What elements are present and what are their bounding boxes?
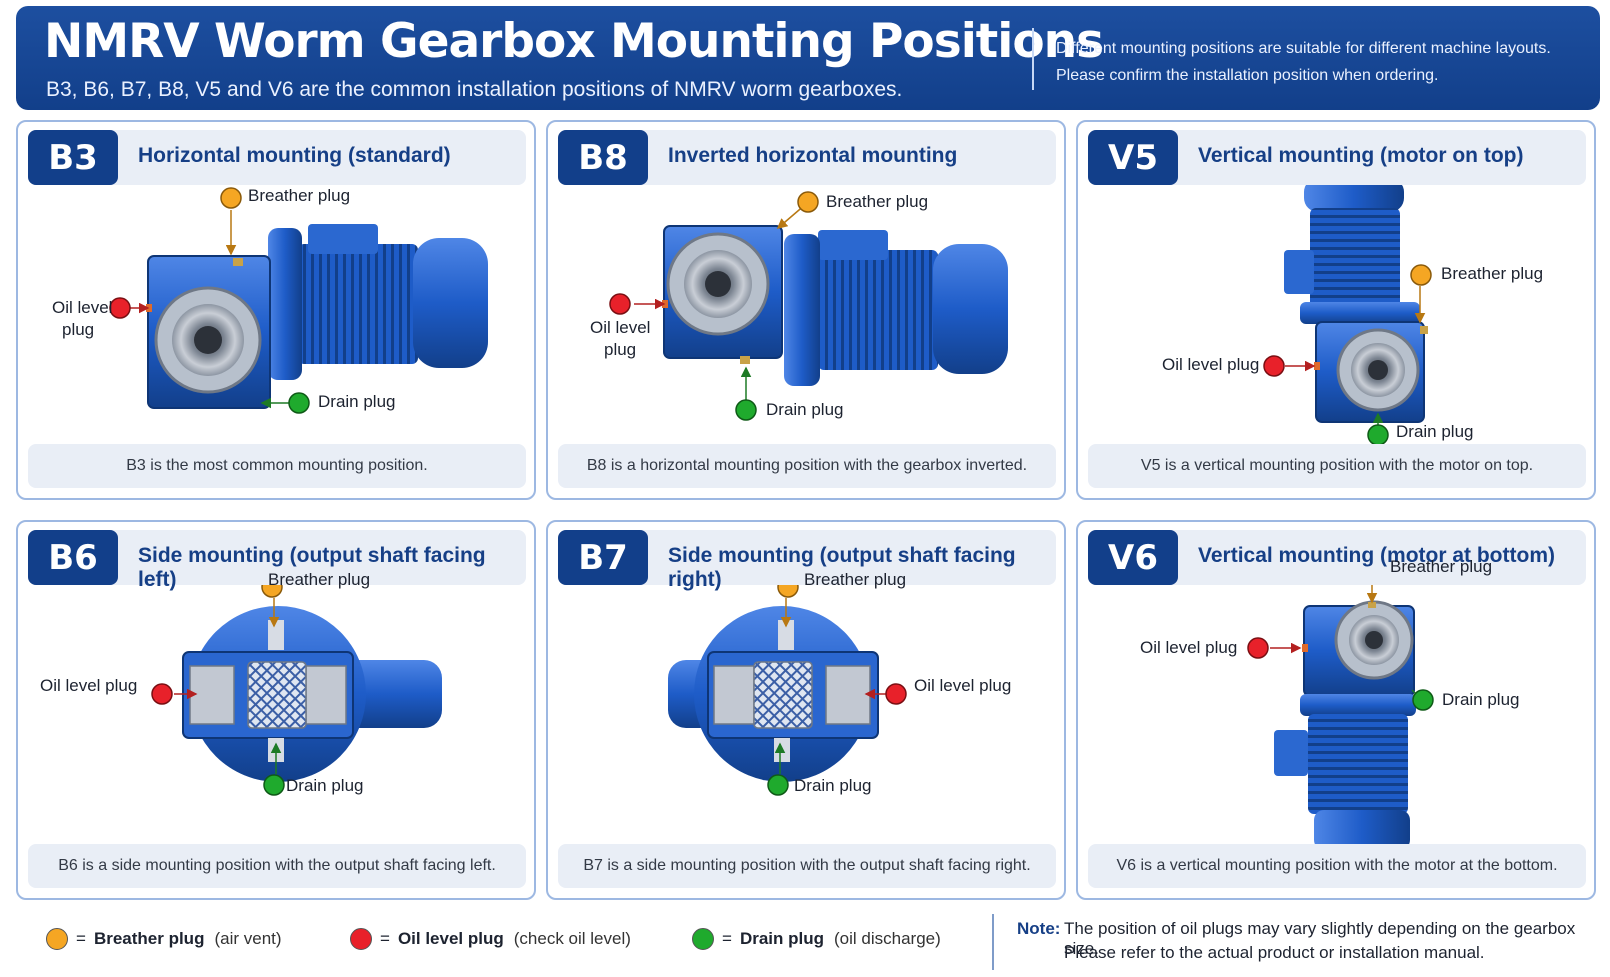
- v6-header: V6 Vertical mounting (motor at bottom): [1088, 530, 1586, 585]
- oil-level-dot-icon: [350, 928, 372, 950]
- drain-dot-icon: [692, 928, 714, 950]
- b3-oil-label-line1: Oil level: [52, 298, 113, 317]
- b7-code-badge: B7: [558, 530, 648, 585]
- legend-oil-level: = Oil level plug (check oil level): [350, 928, 631, 950]
- b6-code-badge: B6: [28, 530, 118, 585]
- b8-header: B8 Inverted horizontal mounting: [558, 130, 1056, 185]
- v6-oil-level-plug-marker: [1247, 637, 1269, 659]
- v6-drain-plug-marker: [1412, 689, 1434, 711]
- b3-caption: B3 is the most common mounting position.: [28, 444, 526, 488]
- v5-breather-plug-marker: [1410, 264, 1432, 286]
- v6-caption: V6 is a vertical mounting position with …: [1088, 844, 1586, 888]
- b3-breather-plug-marker: [220, 187, 242, 209]
- v5-gearbox-illustration: [1263, 178, 1432, 446]
- b3-breather-label: Breather plug: [248, 186, 351, 205]
- b3-title: Horizontal mounting (standard): [138, 144, 451, 167]
- v5-drain-plug-marker: [1367, 424, 1389, 446]
- v5-oil-label: Oil level plug: [1162, 355, 1260, 374]
- b7-drain-label: Drain plug: [794, 776, 872, 795]
- card-b7: B7 Side mounting (output shaft facing ri…: [546, 520, 1066, 900]
- b8-caption: B8 is a horizontal mounting position wit…: [558, 444, 1056, 488]
- header-note-line2: Please confirm the installation position…: [1056, 67, 1439, 84]
- breather-dot-icon: [46, 928, 68, 950]
- card-b6: B6 Side mounting (output shaft facing le…: [16, 520, 536, 900]
- b7-oil-label: Oil level plug: [914, 676, 1012, 695]
- page-title: NMRV Worm Gearbox Mounting Positions: [44, 14, 1104, 69]
- legend-desc: (check oil level): [513, 929, 631, 948]
- b7-title: Side mounting (output shaft facing right…: [668, 544, 1016, 591]
- b8-oil-label-line1: Oil level: [590, 318, 651, 337]
- b6-oil-label: Oil level plug: [40, 676, 138, 695]
- v5-oil-level-plug-marker: [1263, 355, 1285, 377]
- b3-drain-label: Drain plug: [318, 392, 396, 411]
- v6-oil-label: Oil level plug: [1140, 638, 1238, 657]
- card-v5: V5 Vertical mounting (motor on top) Brea…: [1076, 120, 1596, 500]
- legend-eq: =: [722, 929, 732, 948]
- legend-desc: (air vent): [214, 929, 282, 948]
- v6-title: Vertical mounting (motor at bottom): [1198, 544, 1555, 567]
- b6-title: Side mounting (output shaft facing left): [138, 544, 486, 591]
- v5-breather-label: Breather plug: [1441, 264, 1544, 283]
- b3-drain-plug-marker: [288, 392, 310, 414]
- b8-gearbox-illustration: [609, 191, 1008, 421]
- legend-eq: =: [76, 929, 86, 948]
- card-b3: B3 Horizontal mounting (standard) Breath…: [16, 120, 536, 500]
- b8-breather-label: Breather plug: [826, 192, 929, 211]
- b8-code-badge: B8: [558, 130, 648, 185]
- legend-desc: (oil discharge): [834, 929, 941, 948]
- header-banner: NMRV Worm Gearbox Mounting Positions B3,…: [16, 6, 1600, 110]
- b6-gearbox-illustration: [151, 576, 442, 796]
- b7-caption: B7 is a side mounting position with the …: [558, 844, 1056, 888]
- b8-breather-plug-marker: [797, 191, 819, 213]
- b6-header: B6 Side mounting (output shaft facing le…: [28, 530, 526, 591]
- page-subtitle: B3, B6, B7, B8, V5 and V6 are the common…: [46, 78, 903, 101]
- b7-gearbox-illustration: [668, 576, 907, 796]
- v5-header: V5 Vertical mounting (motor on top): [1088, 130, 1586, 185]
- b3-oil-level-plug-marker: [109, 297, 131, 319]
- v5-caption: V5 is a vertical mounting position with …: [1088, 444, 1586, 488]
- b3-gearbox-illustration: [109, 187, 488, 414]
- b8-oil-label-line2: plug: [604, 340, 637, 359]
- b3-oil-label-line2: plug: [62, 320, 95, 339]
- v6-breather-label: Breather plug: [1390, 557, 1493, 576]
- b3-code-badge: B3: [28, 130, 118, 185]
- legend-name: Breather plug: [93, 929, 205, 948]
- legend-name: Drain plug: [739, 929, 824, 948]
- v5-drain-label: Drain plug: [1396, 422, 1474, 441]
- legend-name: Oil level plug: [397, 929, 504, 948]
- v6-drain-label: Drain plug: [1442, 690, 1520, 709]
- legend-drain: = Drain plug (oil discharge): [692, 928, 941, 950]
- header-divider: [1032, 28, 1034, 90]
- b7-oil-level-plug-marker: [885, 683, 907, 705]
- b8-drain-label: Drain plug: [766, 400, 844, 419]
- card-v6: V6 Vertical mounting (motor at bottom) B…: [1076, 520, 1596, 900]
- v5-code-badge: V5: [1088, 130, 1178, 185]
- footnote-label: Note:: [1017, 919, 1061, 938]
- header-note-line1: Different mounting positions are suitabl…: [1056, 40, 1551, 57]
- b7-drain-plug-marker: [767, 774, 789, 796]
- b7-breather-label: Breather plug: [804, 570, 907, 589]
- card-b8: B8 Inverted horizontal mounting Breather…: [546, 120, 1066, 500]
- b6-drain-plug-marker: [263, 774, 285, 796]
- b8-drain-plug-marker: [735, 399, 757, 421]
- footnote-line1: The position of oil plugs may vary sligh…: [1064, 919, 1576, 958]
- legend-breather: = Breather plug (air vent): [46, 928, 282, 950]
- footer-divider: [992, 914, 994, 970]
- b6-drain-label: Drain plug: [286, 776, 364, 795]
- b6-breather-label: Breather plug: [268, 570, 371, 589]
- b6-caption: B6 is a side mounting position with the …: [28, 844, 526, 888]
- v5-title: Vertical mounting (motor on top): [1198, 144, 1524, 167]
- b3-header: B3 Horizontal mounting (standard): [28, 130, 526, 185]
- b7-header: B7 Side mounting (output shaft facing ri…: [558, 530, 1056, 591]
- b8-oil-level-plug-marker: [609, 293, 631, 315]
- footnote-line2: Please refer to the actual product or in…: [1064, 943, 1485, 962]
- legend-eq: =: [380, 929, 390, 948]
- v6-code-badge: V6: [1088, 530, 1178, 585]
- b6-oil-level-plug-marker: [151, 683, 173, 705]
- b8-title: Inverted horizontal mounting: [668, 144, 958, 167]
